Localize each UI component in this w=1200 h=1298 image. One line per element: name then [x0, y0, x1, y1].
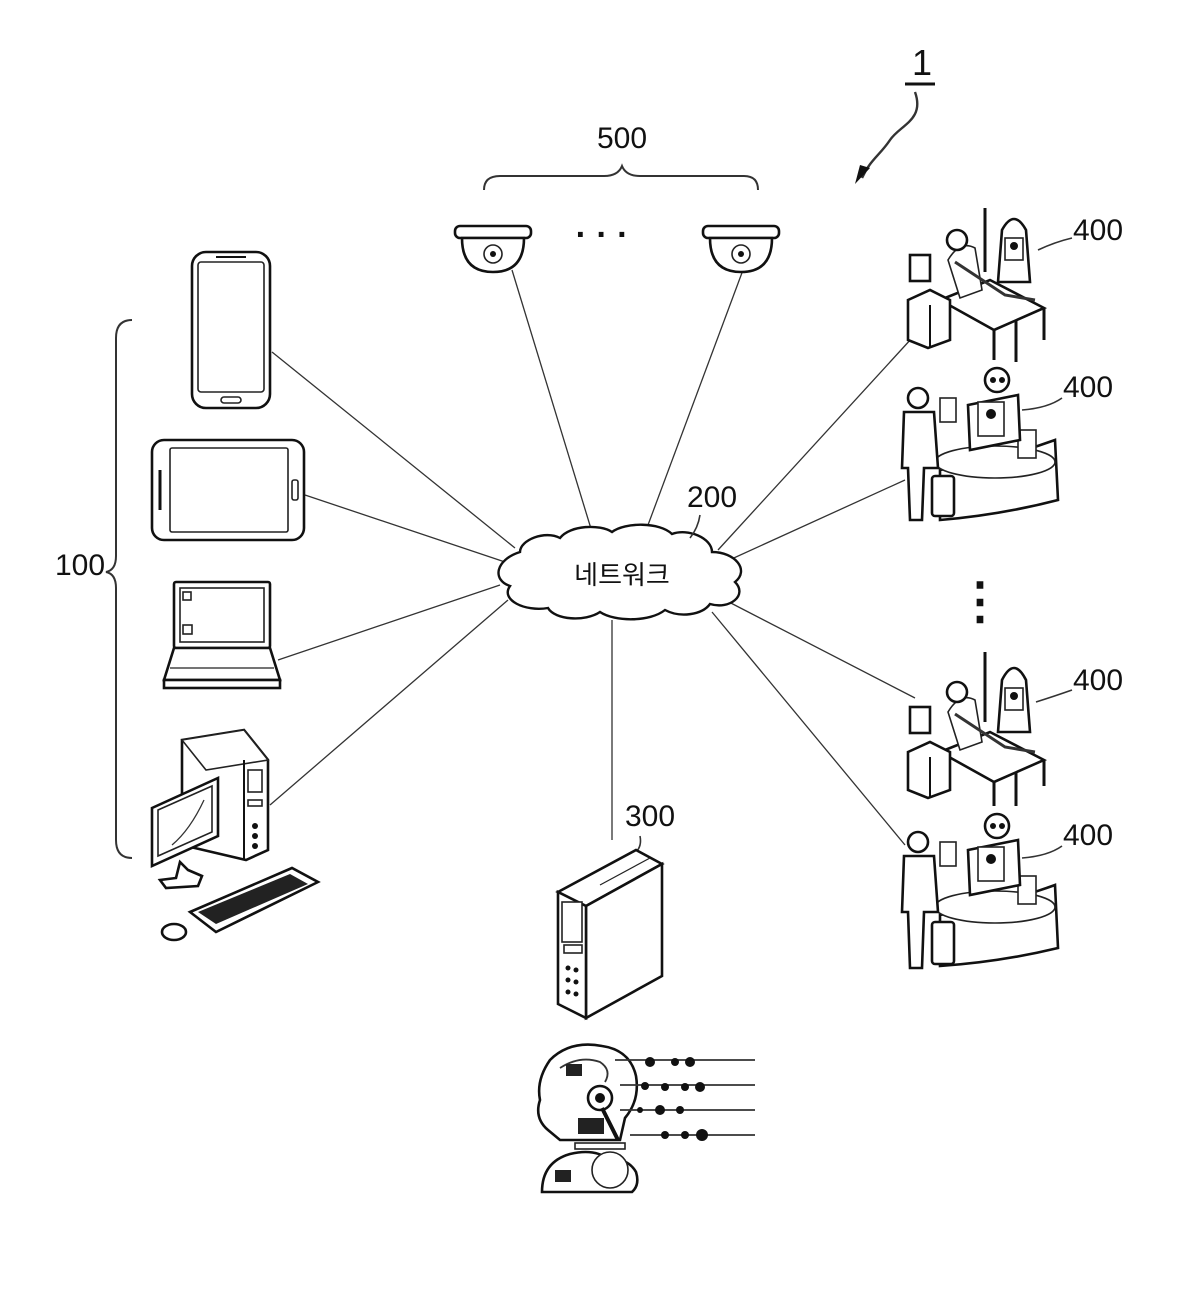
robot-unit-icon: [985, 652, 1030, 732]
robot-bedside-2: 400: [908, 652, 1123, 806]
label-200: 200: [687, 481, 737, 514]
dome-camera-icon: [703, 226, 779, 272]
robots: 400: [902, 208, 1123, 968]
network-cloud: 네트워크 200: [499, 481, 742, 619]
robot-unit-icon: [968, 368, 1020, 450]
label-400-4: 400: [1063, 819, 1113, 852]
server-tower-icon: [558, 850, 662, 1018]
link-robot-1: [718, 338, 912, 550]
link-robot-3: [725, 600, 915, 698]
link-laptop: [278, 585, 500, 660]
link-camera-left: [512, 270, 592, 532]
camera-ellipsis: · · ·: [576, 216, 629, 254]
smartphone-icon: [192, 252, 270, 408]
monitor-cabinet-icon: [908, 255, 950, 348]
label-400-3: 400: [1073, 664, 1123, 697]
robot-ellipsis: ⋮: [955, 573, 1005, 629]
figure-number-text: 1: [912, 42, 932, 83]
robot-kiosk-1: 400: [902, 368, 1113, 520]
figure-number: 1: [855, 42, 935, 184]
laptop-icon: [164, 582, 280, 688]
label-300: 300: [625, 800, 675, 833]
label-100: 100: [55, 549, 105, 582]
monitor-cabinet-icon: [908, 707, 950, 798]
link-desktop: [270, 600, 508, 805]
link-robot-4: [712, 612, 905, 845]
label-400-1: 400: [1073, 214, 1123, 247]
robot-unit-icon: [985, 208, 1030, 282]
robot-bedside-1: 400: [908, 208, 1123, 362]
label-400-2: 400: [1063, 371, 1113, 404]
tablet-icon: [152, 440, 304, 540]
robot-unit-icon: [968, 814, 1020, 895]
server: 300: [538, 800, 755, 1192]
dome-camera-icon: [455, 226, 531, 272]
link-tablet: [305, 495, 505, 562]
label-500: 500: [597, 122, 647, 155]
link-robot-2: [725, 480, 905, 562]
ai-brain-icon: [538, 1045, 755, 1192]
link-phone: [272, 352, 515, 548]
client-devices: 100: [55, 252, 318, 940]
network-label: 네트워크: [574, 561, 670, 591]
desktop-computer-icon: [152, 730, 318, 940]
robot-kiosk-2: 400: [902, 814, 1113, 968]
camera-group: 500 · · ·: [455, 122, 779, 272]
